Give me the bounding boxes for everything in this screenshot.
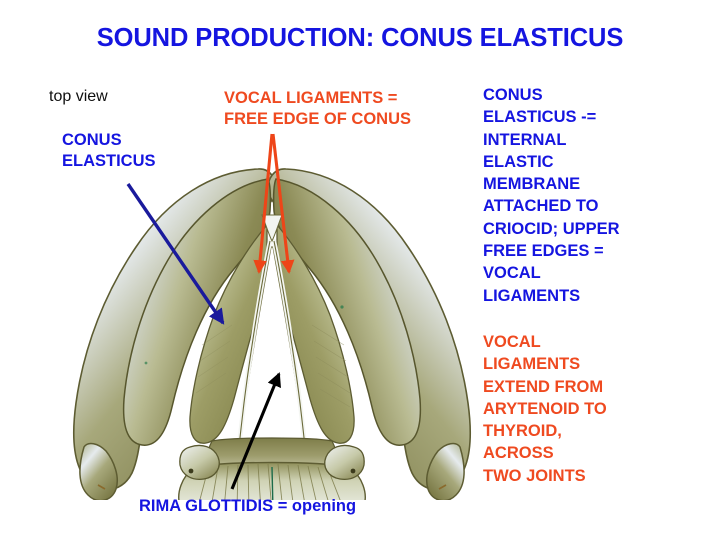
inferior-cornu-right	[426, 442, 465, 502]
larynx-superior-view-illustration	[62, 155, 482, 524]
vocal-ligaments-description-block: VOCAL LIGAMENTS EXTEND FROM ARYTENOID TO THY…	[483, 331, 713, 487]
vocal-ligaments-description-line-5: THYROID,	[483, 422, 562, 441]
right-text-column: CONUS ELASTICUS -= INTERNAL ELASTIC MEMBRANE…	[483, 84, 713, 487]
larynx-drawing-svg	[72, 168, 472, 524]
conus-elasticus-description-line-10: LIGAMENTS	[483, 286, 581, 305]
conus-elasticus-label-line-1: CONUS	[62, 131, 122, 149]
vocal-ligaments-description-line-1: VOCAL	[483, 332, 541, 351]
rima-glottidis-label: RIMA GLOTTIDIS = opening	[139, 497, 357, 515]
conus-elasticus-description-line-3: INTERNAL	[483, 130, 567, 149]
conus-elasticus-label-line-2: ELASTICUS	[62, 152, 156, 170]
conus-elasticus-label: CONUS ELASTICUS	[62, 130, 156, 172]
conus-elasticus-description-line-6: ATTACHED TO	[483, 197, 599, 216]
vocal-fold-right	[276, 223, 355, 444]
arytenoid-cartilage-left	[179, 444, 220, 481]
cornu-tip-mark-left	[97, 484, 106, 490]
conus-elasticus-description-line-1: CONUS	[483, 86, 543, 104]
fold-striations-left	[195, 324, 233, 394]
vocal-ligaments-description-line-4: ARYTENOID TO	[483, 399, 607, 418]
vocal-ligaments-label-line-2: FREE EDGE OF CONUS	[224, 110, 412, 128]
fold-striations-right	[311, 324, 351, 408]
vocal-ligaments-description-line-6: ACROSS	[483, 444, 554, 463]
conus-elasticus-description-line-5: MEMBRANE	[483, 175, 581, 194]
arytenoid-apex-left	[188, 468, 194, 474]
scan-speck-b	[144, 361, 148, 365]
top-view-label: top view	[49, 88, 108, 105]
conus-elasticus-description-line-4: ELASTIC	[483, 152, 554, 171]
arytenoid-apex-right	[350, 468, 356, 474]
conus-elasticus-description-line-7: CRIOCID; UPPER	[483, 219, 620, 238]
vocal-ligaments-label-line-1: VOCAL LIGAMENTS =	[224, 89, 398, 107]
inferior-cornu-left	[79, 442, 118, 502]
vocal-ligaments-label: VOCAL LIGAMENTS = FREE EDGE OF CONUS	[224, 88, 411, 130]
conus-elasticus-description-line-2: ELASTICUS -=	[483, 108, 597, 127]
conus-elasticus-description-block: CONUS ELASTICUS -= INTERNAL ELASTIC MEMBRANE…	[483, 84, 713, 307]
conus-elasticus-description-line-8: FREE EDGES =	[483, 242, 604, 261]
cornu-tip-mark-right	[438, 484, 447, 490]
page-title: SOUND PRODUCTION: CONUS ELASTICUS	[96, 24, 624, 52]
vocal-ligaments-description-line-2: LIGAMENTS	[483, 355, 581, 374]
scan-speck-a	[340, 305, 344, 309]
vocal-ligaments-description-line-7: TWO JOINTS	[483, 466, 586, 485]
conus-elasticus-description-line-9: VOCAL	[483, 264, 541, 283]
vocal-ligaments-description-line-3: EXTEND FROM	[483, 377, 604, 396]
arytenoid-cartilage-right	[324, 444, 365, 481]
